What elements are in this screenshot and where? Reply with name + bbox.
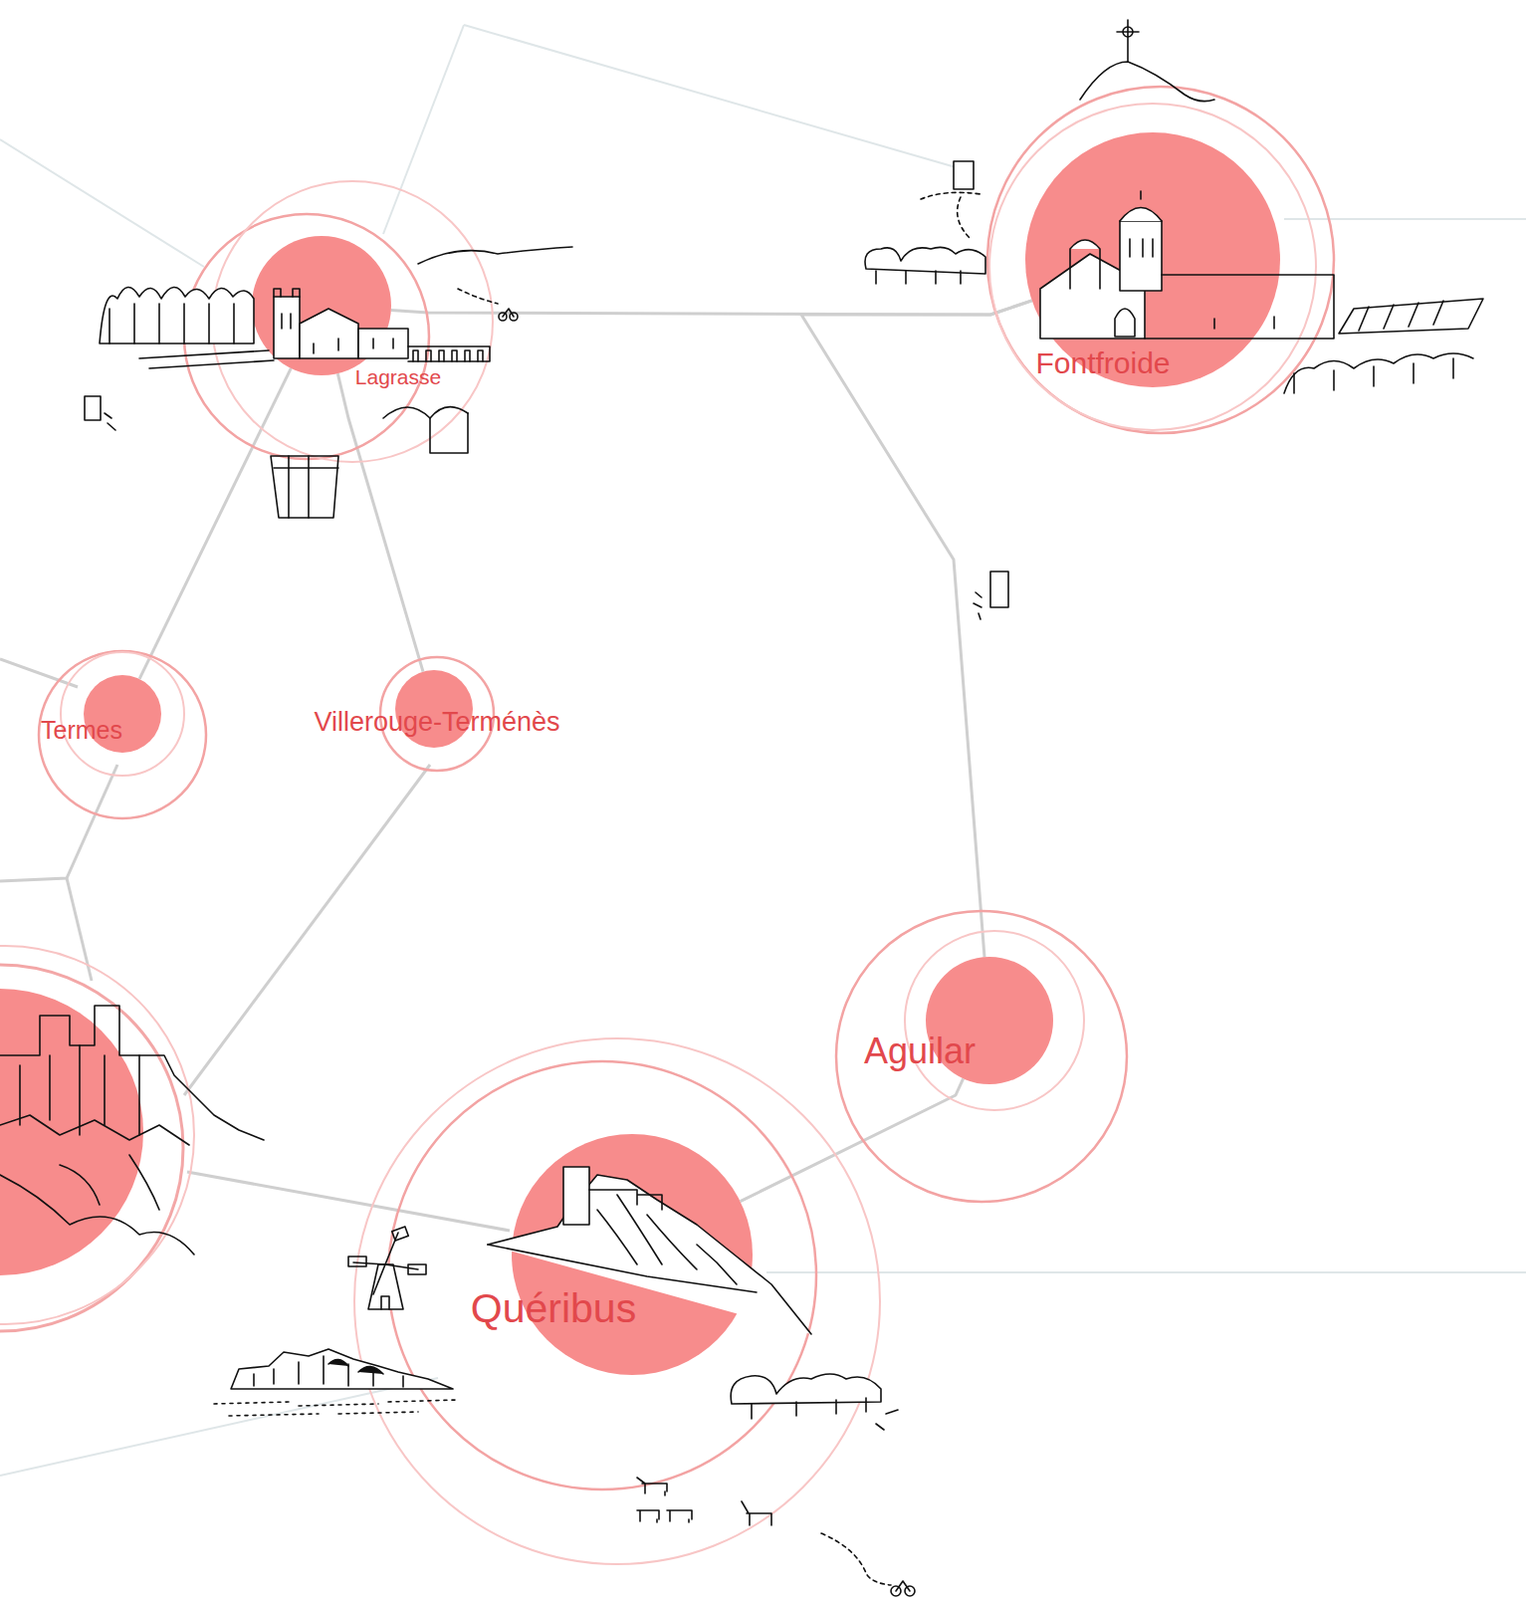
site-name: Termes — [38, 716, 125, 745]
route-line — [187, 1171, 510, 1231]
site-disc — [251, 235, 392, 376]
route-line — [0, 1377, 438, 1476]
animals-sketch — [637, 1477, 915, 1596]
site-node: Quéribus — [511, 1133, 753, 1375]
queribus-sketch — [487, 1166, 812, 1334]
site-ring — [0, 945, 195, 1324]
site-name: Fontfroide — [1033, 346, 1172, 380]
lagrasse-sketch — [84, 246, 573, 518]
site-name: Lagrasse — [353, 365, 443, 389]
route-line — [66, 877, 92, 981]
route-line — [184, 764, 431, 1095]
ruin-sketch — [973, 571, 1009, 620]
site-circle — [251, 235, 392, 376]
site-node: Termes — [83, 674, 162, 753]
route-line — [463, 24, 956, 168]
route-line — [1284, 218, 1526, 220]
fontfroide-sketch — [865, 19, 1484, 394]
site-ring — [212, 181, 493, 462]
route-connector — [139, 368, 291, 679]
site-ring — [904, 930, 1085, 1110]
site-ring — [354, 1038, 880, 1564]
site-node: Aguilar — [925, 956, 1054, 1085]
site-ring — [184, 214, 430, 459]
site-ring — [989, 103, 1316, 431]
site-disc — [0, 988, 144, 1276]
route-connector — [801, 300, 1033, 957]
route-line — [0, 764, 118, 881]
site-ring — [38, 651, 207, 819]
trees-sketch — [730, 1373, 898, 1430]
site-node: Villerouge-Terménès — [395, 669, 473, 748]
site-node: Fontfroide — [1025, 132, 1281, 388]
site-ring — [987, 86, 1334, 434]
route-connector — [391, 300, 1033, 315]
site-disc — [1025, 132, 1281, 388]
site-name: Aguilar — [862, 1031, 978, 1072]
route-line — [0, 139, 205, 267]
route-connector — [337, 373, 424, 671]
site-ring — [836, 910, 1127, 1202]
windmill-sketch — [348, 1226, 427, 1309]
site-name: Villerouge-Terménès — [311, 707, 562, 738]
site-disc — [511, 1133, 753, 1375]
site-circle — [511, 1133, 753, 1375]
faint-route — [0, 24, 1526, 1476]
route-line — [766, 1271, 1526, 1274]
site-ring — [0, 964, 184, 1331]
route-line — [383, 24, 464, 234]
village-sketch — [214, 1348, 458, 1416]
castle-sketch — [0, 1005, 264, 1255]
site-ring — [388, 1061, 817, 1490]
site-name: Quéribus — [468, 1286, 639, 1331]
site-ring — [60, 652, 185, 776]
site-node: Lagrasse — [251, 235, 392, 376]
